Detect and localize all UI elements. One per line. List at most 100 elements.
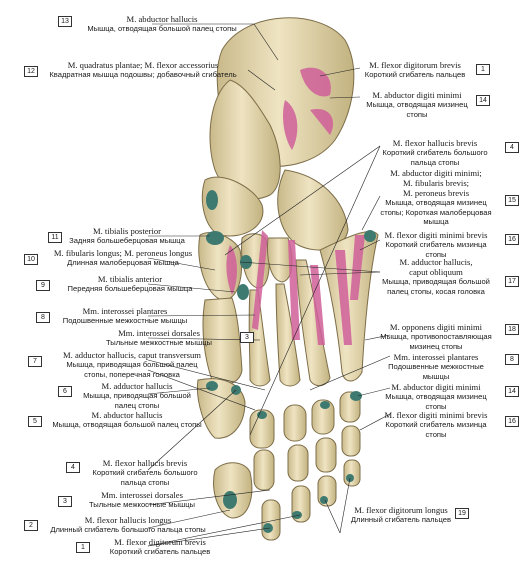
- label-number: 1: [76, 542, 90, 553]
- latin-name: M. abductor digiti minimi;: [390, 168, 482, 178]
- russian-name: Длинный сгибатель большого пальца стопы: [50, 525, 206, 534]
- label-number: 15: [505, 195, 519, 206]
- label-number: 8: [36, 312, 50, 323]
- label-interossei-plantares-left: Mm. interossei plantares Подошвенные меж…: [50, 306, 200, 326]
- russian-name: стопы, поперечная головка: [84, 369, 180, 379]
- russian-name: Короткий сгибатель мизинца: [385, 420, 487, 429]
- russian-name: Тыльные межкостные мышцы: [105, 338, 213, 347]
- russian-name: Подошвенные межкостные мышцы: [62, 316, 188, 325]
- latin-name: M. flexor digiti minimi brevis: [384, 230, 488, 240]
- label-tibialis-anterior: M. tibialis anterior Передняя большеберц…: [50, 274, 210, 294]
- latin-name: M. abductor hallucis: [126, 14, 198, 24]
- label-number: 4: [505, 142, 519, 153]
- russian-name: Мышца, отводящая большой палец стопы: [87, 24, 237, 33]
- label-flexor-digiti-minimi-brevis-top: M. flexor digiti minimi brevis Короткий …: [380, 230, 492, 259]
- latin-name: M. adductor hallucis, caput transversum: [63, 350, 201, 360]
- russian-name: Короткий сгибатель большого: [382, 148, 488, 157]
- russian-name: Мышца, отводящая большой палец стопы: [52, 420, 202, 429]
- russian-name: пальца стопы: [120, 477, 170, 487]
- label-flexor-hallucis-longus: M. flexor hallucis longus Длинный сгибат…: [38, 515, 218, 535]
- label-number: 7: [28, 356, 42, 367]
- label-interossei-dorsales-left: Mm. interossei dorsales Тыльные межкостн…: [84, 328, 234, 348]
- navicular-bone: [201, 176, 264, 237]
- label-number: 8: [505, 354, 519, 365]
- russian-name: Мышца, отводящая мизинец: [385, 198, 487, 207]
- latin-name: M. tibialis anterior: [97, 274, 163, 284]
- latin-name: M. flexor hallucis longus: [84, 515, 172, 525]
- latin-name: M. opponens digiti minimi: [389, 322, 483, 332]
- label-number: 14: [476, 95, 490, 106]
- label-flexor-digitorum-brevis-bottom: M. flexor digitorum brevis Короткий сгиб…: [90, 537, 230, 557]
- latin-name: caput obliquum: [409, 267, 463, 277]
- label-number: 5: [28, 416, 42, 427]
- russian-name: мышца: [423, 217, 449, 226]
- russian-name: Длинный сгибатель пальцев: [350, 515, 452, 524]
- label-flexor-digiti-minimi-brevis-bottom: M. flexor digiti minimi brevis Короткий …: [380, 410, 492, 439]
- russian-name: Короткий сгибатель пальцев: [109, 547, 211, 556]
- latin-name: M. flexor digitorum brevis: [114, 537, 206, 547]
- label-number: 1: [476, 64, 490, 75]
- label-number: 14: [505, 386, 519, 397]
- russian-name: Короткий сгибатель пальцев: [364, 70, 466, 79]
- label-number: 6: [58, 386, 72, 397]
- latin-name: Mm. interossei plantares: [82, 306, 168, 316]
- latin-name: M. flexor digitorum longus: [354, 505, 448, 515]
- russian-name: стопы: [425, 401, 447, 411]
- russian-name: пальца стопы: [410, 157, 460, 167]
- label-number: 18: [505, 324, 519, 335]
- label-number: 13: [58, 16, 72, 27]
- russian-name: Передняя большеберцовая мышца: [67, 284, 193, 293]
- label-tibialis-posterior: M. tibialis posterior Задняя большеберцо…: [62, 226, 192, 246]
- latin-name: M. flexor hallucis brevis: [102, 458, 188, 468]
- label-number: 16: [505, 234, 519, 245]
- label-abductor-hallucis-top: M. abductor hallucis Мышца, отводящая бо…: [72, 14, 252, 34]
- label-number: 12: [24, 66, 38, 77]
- russian-name: Мышца, отводящая мизинец: [366, 100, 468, 109]
- label-number: 9: [36, 280, 50, 291]
- label-number: 4: [66, 462, 80, 473]
- label-number: 11: [48, 232, 62, 243]
- latin-name: M. flexor digiti minimi brevis: [384, 410, 488, 420]
- label-flexor-hallucis-brevis-top: M. flexor hallucis brevis Короткий сгиба…: [380, 138, 490, 167]
- label-number: 19: [455, 508, 469, 519]
- latin-name: M. tibialis posterior: [92, 226, 162, 236]
- russian-name: Мышца, отводящая мизинец: [385, 392, 487, 401]
- label-number: 2: [24, 520, 38, 531]
- label-number: 10: [24, 254, 38, 265]
- russian-name: Мышца, приводящая большой палец: [66, 360, 198, 369]
- latin-name: M. quadratus plantae; M. flexor accessor…: [67, 60, 219, 70]
- russian-name: стопы: [406, 109, 428, 119]
- label-opponens-digiti-minimi: M. opponens digiti minimi Мышца, противо…: [380, 322, 492, 351]
- talus-bone: [209, 79, 281, 200]
- latin-name: M. fibularis longus; M. peroneus longus: [53, 248, 193, 258]
- russian-name: Подошвенные межкостные: [388, 362, 484, 371]
- label-abductor-hallucis-bottom: M. abductor hallucis Мышца, отводящая бо…: [42, 410, 212, 430]
- latin-name: Mm. interossei plantares: [393, 352, 479, 362]
- russian-name: Задняя большеберцовая мышца: [69, 236, 185, 245]
- latin-name: M. adductor hallucis: [101, 381, 173, 391]
- label-quadratus-plantae: M. quadratus plantae; M. flexor accessor…: [38, 60, 248, 80]
- label-abductor-digiti-minimi-fibularis-brevis: M. abductor digiti minimi; M. fibularis …: [380, 168, 492, 227]
- latin-name: M. flexor hallucis brevis: [392, 138, 478, 148]
- label-fibularis-longus: M. fibularis longus; M. peroneus longus …: [38, 248, 208, 268]
- label-number: 3: [240, 332, 254, 343]
- label-flexor-digitorum-longus: M. flexor digitorum longus Длинный сгиба…: [340, 505, 462, 525]
- russian-name: стопы: [425, 429, 447, 439]
- latin-name: M. peroneus brevis: [402, 188, 470, 198]
- label-abductor-digiti-minimi-bottom: M. abductor digiti minimi Мышца, отводящ…: [380, 382, 492, 411]
- russian-name: Мышца, приводящая большой: [382, 277, 490, 286]
- latin-name: M. abductor digiti minimi: [391, 382, 481, 392]
- russian-name: мышцы: [422, 371, 450, 381]
- russian-name: палец стопы: [114, 400, 160, 410]
- russian-name: Мышца, противопоставляющая: [380, 332, 492, 341]
- russian-name: Квадратная мышца подошвы; добавочный сги…: [49, 70, 237, 79]
- label-number: 16: [505, 416, 519, 427]
- russian-name: мизинец стопы: [409, 341, 463, 351]
- label-adductor-hallucis-oblique: M. adductor hallucis, caput obliquum Мыш…: [380, 257, 492, 296]
- russian-name: Тыльные межкостные мышцы: [88, 500, 196, 509]
- latin-name: Mm. interossei dorsales: [101, 490, 183, 500]
- label-number: 3: [58, 496, 72, 507]
- russian-name: Короткий сгибатель большого: [92, 468, 198, 477]
- russian-name: Длинная малоберцовая мышца: [67, 258, 179, 267]
